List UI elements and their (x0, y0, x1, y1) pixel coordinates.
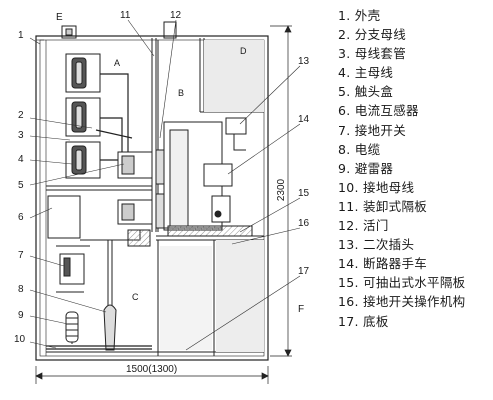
grounding-busbar (46, 345, 152, 350)
component-legend: 1. 外壳 2. 分支母线 3. 母线套管 4. 主母线 5. 触头盒 6. 电… (338, 6, 490, 331)
shaded-regions (160, 40, 264, 352)
callout-7: 7 (18, 250, 24, 261)
legend-item: 8. 电缆 (338, 141, 381, 157)
callout-1: 1 (18, 30, 24, 41)
dimension-width: 1500(1300) (126, 364, 177, 375)
legend-item: 4. 主母线 (338, 65, 394, 81)
legend-item: 16. 接地开关操作机构 (338, 294, 466, 310)
top-hook-e (61, 25, 77, 39)
compartment-labels: A B C D (114, 46, 247, 302)
compartment-b: B (178, 88, 184, 98)
callout-8: 8 (18, 284, 24, 295)
legend-item: 15. 可抽出式水平隔板 (338, 275, 466, 291)
legend-item: 11. 装卸式隔板 (338, 198, 428, 214)
callout-10: 10 (14, 334, 26, 345)
top-hook-right (163, 21, 177, 39)
legend-item: 2. 分支母线 (338, 27, 406, 43)
legend-item: 1. 外壳 (338, 8, 381, 23)
dimension-lines (35, 25, 292, 384)
legend-item: 5. 触头盒 (338, 84, 394, 100)
callout-2: 2 (18, 110, 24, 121)
callout-14: 14 (298, 114, 310, 125)
legend-item: 7. 接地开关 (338, 122, 406, 138)
callout-4: 4 (18, 154, 24, 165)
callouts-left: 1 2 3 4 5 6 7 8 9 10 (14, 30, 26, 345)
earthing-switch (47, 195, 151, 293)
legend-item: 9. 避雷器 (338, 160, 394, 176)
callout-13: 13 (298, 56, 310, 67)
legend-item: 13. 二次插头 (338, 237, 415, 253)
callouts-top: E 11 12 (56, 10, 182, 23)
busbar-bushings (65, 53, 101, 179)
legend-item: 12. 活门 (338, 218, 389, 234)
callout-15: 15 (298, 188, 310, 199)
callout-6: 6 (18, 212, 24, 223)
callout-16: 16 (298, 218, 310, 229)
compartment-d: D (240, 46, 247, 56)
compartment-a: A (114, 58, 120, 68)
legend-item: 6. 电流互感器 (338, 103, 419, 119)
callout-9: 9 (18, 310, 24, 321)
leader-lines (29, 19, 301, 351)
callout-12: 12 (170, 10, 182, 21)
callout-11: 11 (120, 10, 131, 21)
callouts-right: 13 14 15 16 17 F (298, 56, 310, 315)
contact-box (117, 151, 153, 225)
legend-item: 3. 母线套管 (338, 46, 406, 62)
callout-e: E (56, 12, 63, 23)
secondary-plug (225, 117, 247, 151)
callout-3: 3 (18, 130, 24, 141)
dimension-height: 2300 (276, 178, 287, 201)
circuit-breaker-truck (163, 121, 233, 231)
legend-item: 14. 断路器手车 (338, 256, 428, 272)
callout-f: F (298, 304, 304, 315)
callout-17: 17 (298, 266, 310, 277)
compartment-c: C (132, 292, 139, 302)
callout-5: 5 (18, 180, 24, 191)
legend-item: 17. 底板 (338, 313, 389, 329)
legend-item: 10. 接地母线 (338, 179, 415, 195)
earthing-mechanism (167, 225, 253, 237)
branch-busbar (95, 73, 133, 161)
cable-and-arrester (65, 240, 117, 351)
